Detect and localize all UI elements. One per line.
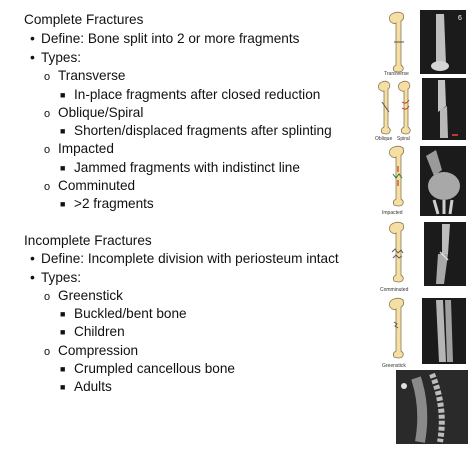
comminuted-xray-bone [436, 224, 450, 284]
transverse-xray-image: 6 [420, 10, 466, 74]
impacted-xray-image [420, 146, 466, 216]
transverse-label: Transverse [58, 68, 126, 83]
square-marker: ■ [60, 126, 66, 136]
complete-types-text: Types: [41, 50, 82, 65]
xray-number-label: 6 [458, 15, 462, 22]
complete-types-item: • Types: [30, 49, 81, 66]
incomplete-define-item: • Define: Incomplete division with perios… [30, 250, 339, 267]
comminuted-femur-illustration [389, 221, 405, 283]
comminuted-detail: ■ >2 fragments [60, 195, 154, 213]
compression-detail-1: ■ Crumpled cancellous bone [60, 360, 235, 378]
compression-detail-2-text: Adults [74, 379, 112, 394]
complete-define-item: • Define: Bone split into 2 or more fragm… [30, 30, 299, 47]
greenstick-label: Greenstick [58, 288, 123, 303]
square-marker: ■ [60, 364, 66, 374]
greenstick-detail-1: ■ Buckled/bent bone [60, 305, 187, 323]
bullet-marker: • [30, 269, 35, 285]
impacted-xray-bone [426, 150, 460, 215]
bullet-marker: • [30, 30, 35, 46]
transverse-detail: ■ In-place fragments after closed reducti… [60, 86, 320, 104]
bullet-marker: • [30, 49, 35, 65]
transverse-detail-text: In-place fragments after closed reductio… [74, 87, 321, 102]
oblique-caption: Oblique [375, 136, 393, 142]
oblique-spiral-detail-text: Shorten/displaced fragments after splint… [74, 123, 332, 138]
compression-label: Compression [58, 343, 139, 358]
circle-marker: o [44, 144, 51, 156]
square-marker: ■ [60, 163, 66, 173]
impacted-label: Impacted [58, 141, 114, 156]
comminuted-caption: Comminuted [380, 287, 409, 293]
complete-fractures-heading: Complete Fractures [24, 12, 144, 27]
fracture-illustrations: Transverse 6 Oblique Spiral Impacted [374, 0, 474, 448]
compression-item: o Compression [44, 342, 138, 361]
circle-marker: o [44, 181, 51, 193]
impacted-item: o Impacted [44, 140, 114, 159]
square-marker: ■ [60, 90, 66, 100]
square-marker: ■ [60, 327, 66, 337]
comminuted-item: o Comminuted [44, 177, 135, 196]
impacted-femur-illustration [389, 145, 405, 207]
square-marker: ■ [60, 382, 66, 392]
transverse-xray-bone: 6 [431, 14, 462, 71]
oblique-spiral-femur-illustration [378, 80, 411, 135]
bullet-marker: • [30, 250, 35, 266]
compression-ct-image [396, 370, 468, 444]
compression-spine-scan [396, 370, 468, 444]
oblique-spiral-item: o Oblique/Spiral [44, 104, 143, 123]
comminuted-label: Comminuted [58, 178, 136, 193]
oblique-xray-image [422, 78, 466, 140]
complete-define-text: Define: Bone split into 2 or more fragme… [41, 31, 300, 46]
circle-marker: o [44, 346, 51, 358]
square-marker: ■ [60, 309, 66, 319]
greenstick-detail-2: ■ Children [60, 323, 125, 341]
incomplete-types-text: Types: [41, 270, 82, 285]
oblique-spiral-detail: ■ Shorten/displaced fragments after splin… [60, 122, 332, 140]
incomplete-fractures-heading: Incomplete Fractures [24, 233, 152, 248]
circle-marker: o [44, 108, 51, 120]
incomplete-types-item: • Types: [30, 269, 81, 286]
circle-marker: o [44, 291, 51, 303]
compression-detail-1-text: Crumpled cancellous bone [74, 361, 235, 376]
impacted-detail: ■ Jammed fragments with indistinct line [60, 159, 300, 177]
square-marker: ■ [60, 199, 66, 209]
transverse-femur-illustration [389, 11, 405, 73]
greenstick-item: o Greenstick [44, 287, 123, 306]
circle-marker: o [44, 71, 51, 83]
incomplete-define-text: Define: Incomplete division with periost… [41, 251, 339, 266]
greenstick-detail-1-text: Buckled/bent bone [74, 306, 187, 321]
oblique-xray-bone [438, 80, 458, 138]
spiral-caption: Spiral [397, 136, 410, 142]
impacted-detail-text: Jammed fragments with indistinct line [74, 160, 300, 175]
greenstick-femur-illustration [389, 297, 405, 359]
transverse-item: o Transverse [44, 67, 125, 86]
impacted-caption: Impacted [382, 210, 403, 216]
greenstick-caption: Greenstick [382, 363, 406, 369]
greenstick-detail-2-text: Children [74, 324, 125, 339]
compression-detail-2: ■ Adults [60, 378, 112, 396]
greenstick-xray-bone [436, 300, 453, 362]
comminuted-detail-text: >2 fragments [74, 196, 154, 211]
oblique-spiral-label: Oblique/Spiral [58, 105, 144, 120]
transverse-caption: Transverse [384, 71, 409, 77]
comminuted-xray-image [424, 222, 466, 286]
greenstick-xray-image [422, 298, 466, 364]
